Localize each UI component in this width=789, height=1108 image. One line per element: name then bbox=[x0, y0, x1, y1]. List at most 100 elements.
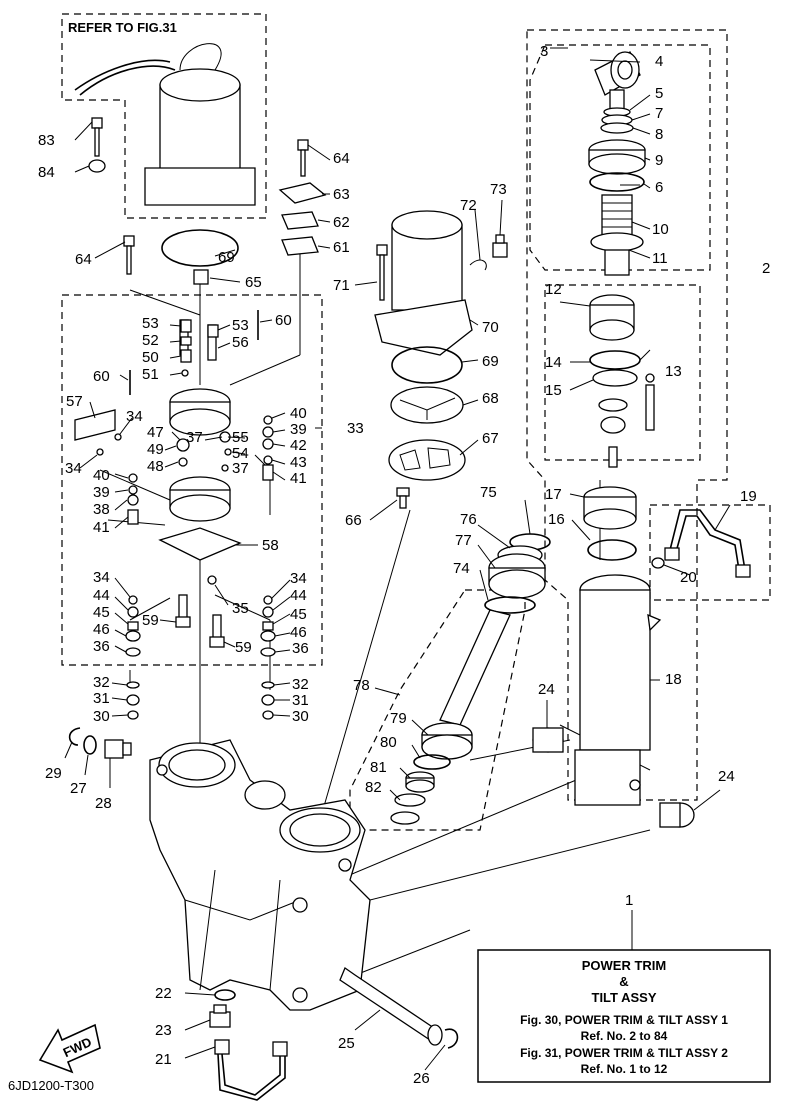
callout-47: 47 bbox=[147, 424, 164, 441]
caption-fig31: Fig. 31, POWER TRIM & TILT ASSY 2 bbox=[520, 1046, 728, 1060]
callout-56: 56 bbox=[232, 334, 249, 351]
callout-77: 77 bbox=[455, 532, 472, 549]
piston-12 bbox=[589, 294, 635, 341]
plate-68 bbox=[390, 386, 464, 424]
callout-30-right: 30 bbox=[292, 708, 309, 725]
piston-11 bbox=[590, 232, 644, 276]
pipe-19 bbox=[664, 509, 751, 578]
callout-9: 9 bbox=[655, 152, 663, 169]
valve-block-upper bbox=[169, 319, 231, 436]
drawing-code: 6JD1200-T300 bbox=[8, 1078, 94, 1093]
callout-73: 73 bbox=[490, 181, 507, 198]
callout-16: 16 bbox=[548, 511, 565, 528]
screen-62 bbox=[281, 211, 319, 230]
callout-14: 14 bbox=[545, 354, 562, 371]
callout-71: 71 bbox=[333, 277, 350, 294]
valve-block-lower bbox=[169, 476, 231, 522]
callout-49: 49 bbox=[147, 441, 164, 458]
o-ring-27 bbox=[83, 735, 97, 755]
free-piston-17 bbox=[583, 486, 637, 530]
callout-59-left: 59 bbox=[142, 612, 159, 629]
callout-26: 26 bbox=[413, 1070, 430, 1087]
refer-label: REFER TO FIG.31 bbox=[68, 20, 177, 35]
o-ring-74 bbox=[484, 596, 536, 614]
valve-13-parts bbox=[598, 373, 655, 468]
callout-36-left: 36 bbox=[93, 638, 110, 655]
callout-27: 27 bbox=[70, 780, 87, 797]
ring-82 bbox=[390, 793, 426, 825]
callout-41-right: 41 bbox=[290, 470, 307, 487]
o-ring-16 bbox=[587, 539, 637, 561]
callout-55: 55 bbox=[232, 429, 249, 446]
callout-12: 12 bbox=[545, 281, 562, 298]
callout-18: 18 bbox=[665, 671, 682, 688]
bushing-24-right bbox=[659, 802, 695, 828]
spring-10 bbox=[601, 194, 633, 236]
callout-2: 2 bbox=[762, 260, 770, 277]
callout-22: 22 bbox=[155, 985, 172, 1002]
o-ring-22 bbox=[214, 989, 236, 1001]
plug-28 bbox=[104, 739, 132, 759]
callout-79: 79 bbox=[390, 710, 407, 727]
callout-67: 67 bbox=[482, 430, 499, 447]
pipe-21 bbox=[214, 1039, 288, 1101]
callout-7: 7 bbox=[655, 105, 663, 122]
callout-numbers: 1 2 3 4 5 6 7 8 9 10 11 12 13 14 15 16 1… bbox=[38, 43, 770, 1087]
callout-63: 63 bbox=[333, 186, 350, 203]
callout-58: 58 bbox=[262, 537, 279, 554]
callout-46-left: 46 bbox=[93, 621, 110, 638]
callout-15: 15 bbox=[545, 382, 562, 399]
callout-69-mid: 69 bbox=[482, 353, 499, 370]
callout-60-right: 60 bbox=[275, 312, 292, 329]
callout-72: 72 bbox=[460, 197, 477, 214]
small-parts-left-stack bbox=[125, 595, 141, 720]
plug-23 bbox=[209, 1004, 231, 1028]
callout-31-right: 31 bbox=[292, 692, 309, 709]
callout-5: 5 bbox=[655, 85, 663, 102]
callout-44-left: 44 bbox=[93, 587, 110, 604]
callout-38: 38 bbox=[93, 501, 110, 518]
callout-33: 33 bbox=[347, 420, 364, 437]
callout-8: 8 bbox=[655, 126, 663, 143]
callout-60-left: 60 bbox=[93, 368, 110, 385]
cap-77 bbox=[488, 553, 546, 599]
callout-69-top: 69 bbox=[218, 249, 235, 266]
callout-44-right: 44 bbox=[290, 587, 307, 604]
bolt-83 bbox=[91, 117, 103, 157]
callout-32-right: 32 bbox=[292, 676, 309, 693]
callout-61: 61 bbox=[333, 239, 350, 256]
callout-37-b: 37 bbox=[232, 460, 249, 477]
callout-54: 54 bbox=[232, 445, 249, 462]
callout-24-left: 24 bbox=[538, 681, 555, 698]
callout-32-left: 32 bbox=[93, 674, 110, 691]
callout-36-right: 36 bbox=[292, 640, 309, 657]
valve-81 bbox=[405, 771, 435, 793]
seal-15 bbox=[592, 369, 638, 387]
callout-42: 42 bbox=[290, 437, 307, 454]
callout-21: 21 bbox=[155, 1051, 172, 1068]
tilt-rod-eye-4 bbox=[594, 51, 641, 96]
screen-67 bbox=[388, 439, 466, 481]
callout-35: 35 bbox=[232, 600, 249, 617]
callout-41-left: 41 bbox=[93, 519, 110, 536]
callout-83: 83 bbox=[38, 132, 55, 149]
cap-65 bbox=[193, 269, 209, 285]
callout-24-right: 24 bbox=[718, 768, 735, 785]
callout-76: 76 bbox=[460, 511, 477, 528]
callout-45-right: 45 bbox=[290, 606, 307, 623]
callout-43: 43 bbox=[290, 454, 307, 471]
callout-64-left: 64 bbox=[75, 251, 92, 268]
caption-box: POWER TRIM & TILT ASSY Fig. 30, POWER TR… bbox=[477, 910, 771, 1083]
callout-40-right: 40 bbox=[290, 405, 307, 422]
caption-fig30: Fig. 30, POWER TRIM & TILT ASSY 1 bbox=[520, 1013, 728, 1027]
callout-84: 84 bbox=[38, 164, 55, 181]
caption-fig31-ref: Ref. No. 1 to 12 bbox=[581, 1062, 668, 1076]
callout-81: 81 bbox=[370, 759, 387, 776]
callout-34-c: 34 bbox=[93, 569, 110, 586]
caption-title-line2: & bbox=[619, 974, 628, 989]
circlip-29 bbox=[68, 727, 81, 746]
callout-40-left: 40 bbox=[93, 467, 110, 484]
plate-58 bbox=[158, 527, 242, 561]
o-ring-20 bbox=[651, 557, 665, 569]
